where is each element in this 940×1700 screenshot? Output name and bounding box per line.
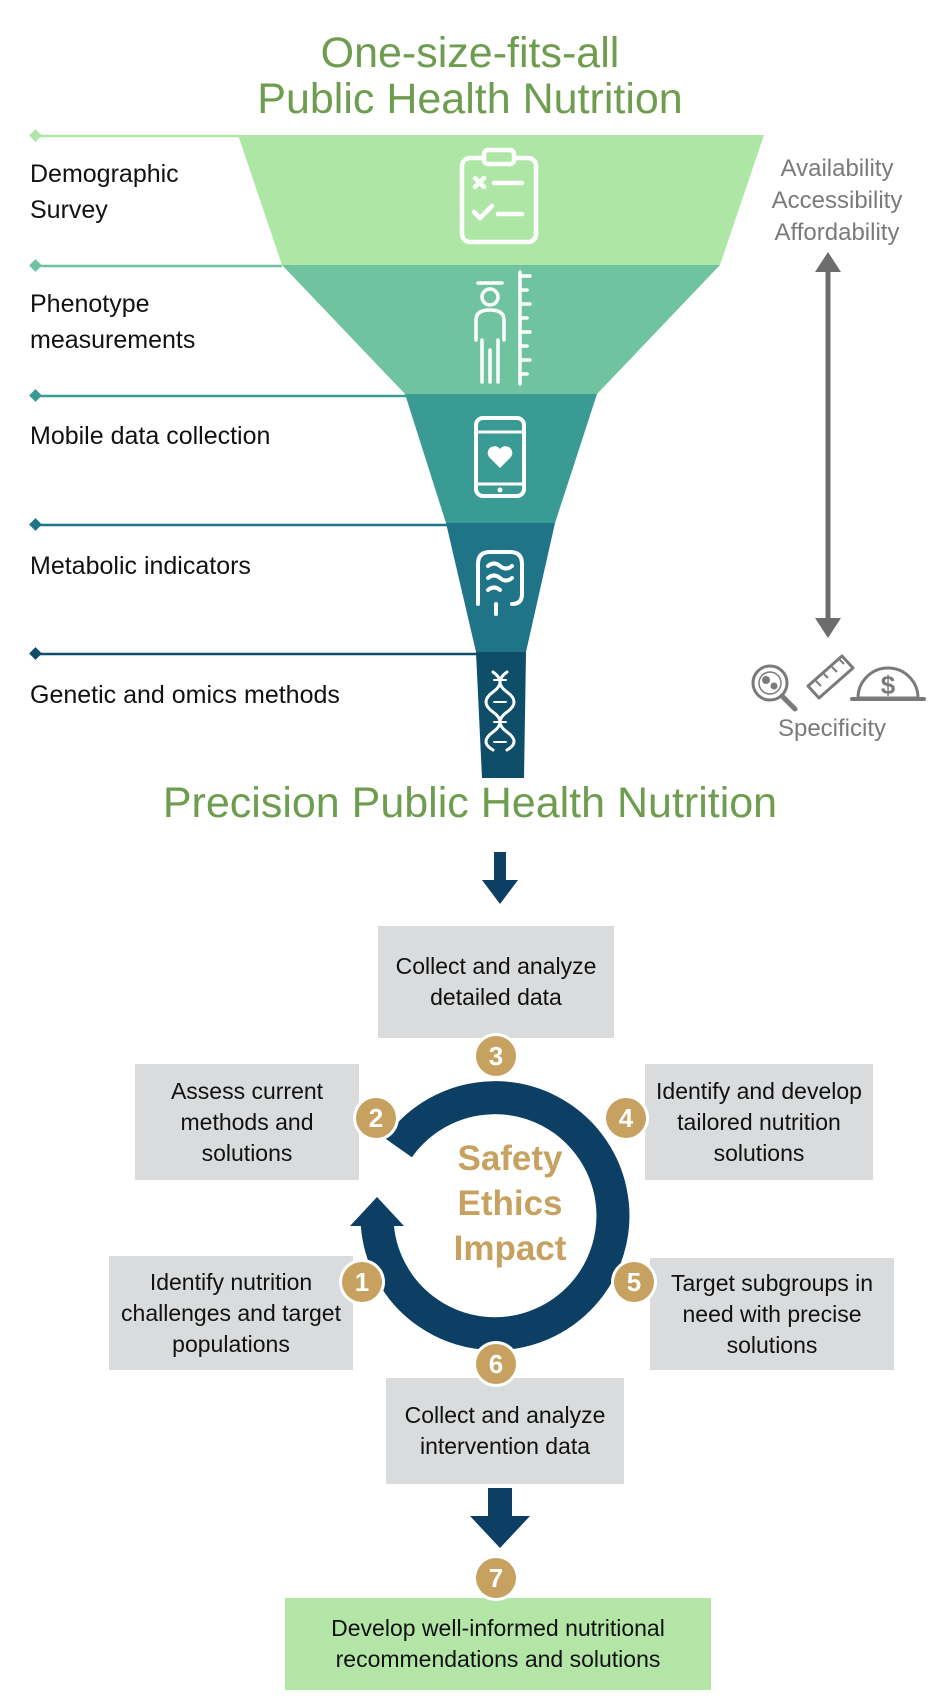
layer-label-metabolic: Metabolic indicators (30, 552, 251, 580)
specificity-double-arrow (815, 252, 841, 638)
header-title-line2: Public Health Nutrition (257, 75, 683, 123)
svg-text:$: $ (881, 670, 896, 700)
phone-heart-icon (474, 416, 526, 498)
step-3-badge: 3 (476, 1036, 516, 1076)
layer-label-genetic: Genetic and omics methods (30, 681, 340, 709)
header-title-line1: One-size-fits-all (320, 29, 620, 77)
down-arrow-1 (482, 852, 518, 904)
step-7-badge: 7 (476, 1558, 516, 1598)
intestine-icon (476, 550, 524, 616)
funnel-layer-4 (446, 523, 555, 652)
step-2-badge: 2 (356, 1098, 396, 1138)
side-affordability: Affordability (774, 219, 900, 246)
side-availability: Availability (780, 155, 894, 182)
funnel-layer-1 (238, 135, 764, 265)
side-top-text: Availability Accessibility Affordability (752, 153, 922, 249)
side-specificity: Specificity (777, 715, 887, 742)
cycle-arrowhead (350, 1197, 404, 1226)
step-1-badge: 1 (342, 1262, 382, 1302)
layer-label-mobile: Mobile data collection (30, 422, 271, 450)
step-4-badge: 4 (606, 1098, 646, 1138)
step-6-box: Collect and analyze intervention data (386, 1378, 624, 1484)
layer-label-phenotype: Phenotype measurements (30, 290, 196, 354)
step-7-box: Develop well-informed nutritional recomm… (285, 1598, 711, 1690)
step-2-box: Assess current methods and solutions (135, 1064, 359, 1180)
center-word-ethics: Ethics (457, 1184, 563, 1223)
ruler-icon (806, 654, 855, 700)
side-accessibility: Accessibility (771, 187, 903, 214)
person-height-ruler-icon (474, 270, 532, 386)
step-6-badge: 6 (476, 1344, 516, 1384)
precision-title: Precision Public Health Nutrition (162, 779, 778, 827)
cycle-ring (350, 1081, 630, 1351)
header-title: One-size-fits-all Public Health Nutritio… (0, 30, 940, 122)
step-5-badge: 5 (614, 1262, 654, 1302)
funnel-layer-5 (476, 652, 526, 778)
leader-lines (29, 129, 477, 660)
layer-label-demographic: Demographic Survey (30, 160, 179, 224)
cycle-center-words: Safety Ethics Impact (410, 1136, 610, 1271)
center-word-impact: Impact (453, 1229, 567, 1268)
funnel-layer-2 (282, 265, 720, 394)
step-3-box: Collect and analyze detailed data (378, 926, 614, 1038)
clipboard-checklist-icon (459, 147, 539, 245)
step-4-box: Identify and develop tailored nutrition … (645, 1064, 873, 1180)
dna-icon (484, 670, 516, 752)
center-word-safety: Safety (457, 1139, 563, 1178)
step-5-box: Target subgroups in need with precise so… (650, 1258, 894, 1370)
step-1-box: Identify nutrition challenges and target… (109, 1256, 353, 1370)
microscope-magnifier-icon (751, 664, 798, 712)
down-arrow-2 (470, 1488, 530, 1548)
cost-gauge-icon: $ (850, 666, 926, 701)
